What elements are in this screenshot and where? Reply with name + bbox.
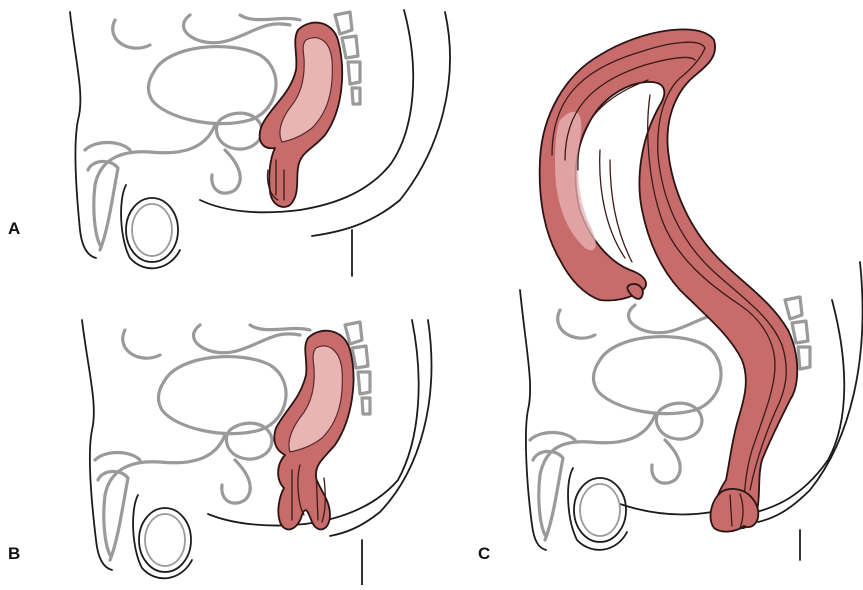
panel-c-diagram xyxy=(520,29,863,560)
panel-c-testis-inner xyxy=(580,484,620,536)
panel-a-testis xyxy=(126,198,178,262)
panel-c-colon xyxy=(540,29,798,528)
panel-c-testis xyxy=(574,478,626,542)
panel-a-vesicle xyxy=(212,150,240,193)
panel-b-intestine-loops xyxy=(123,325,310,358)
panel-a-intestine-loops xyxy=(113,15,300,48)
panel-b-prostate xyxy=(226,423,272,459)
panel-c-bladder xyxy=(593,337,721,414)
panel-a-testis-inner xyxy=(132,204,172,256)
panel-b-bladder xyxy=(158,357,286,434)
panel-a-abdomen-outline xyxy=(70,12,96,258)
panel-b-testis-inner xyxy=(145,514,185,566)
panel-label-b: B xyxy=(8,544,20,564)
panel-b-diagram xyxy=(82,320,431,585)
panel-b-testis xyxy=(139,508,191,572)
panel-label-a: A xyxy=(8,219,20,239)
panel-label-c: C xyxy=(478,544,490,564)
panel-c-vesicle xyxy=(652,440,680,483)
panel-a-diagram xyxy=(70,10,450,276)
panel-c-abdomen-outline xyxy=(520,290,546,550)
panel-b-vesicle xyxy=(222,460,250,503)
panel-c-perineum-outline xyxy=(620,504,712,514)
panel-b-penis xyxy=(95,453,140,561)
panel-a-bladder xyxy=(148,47,276,124)
panel-c-prostate xyxy=(656,403,702,439)
panel-b-abdomen-outline xyxy=(82,320,112,570)
panel-c-scrotum xyxy=(568,468,627,550)
panel-a-prostate xyxy=(216,113,262,149)
